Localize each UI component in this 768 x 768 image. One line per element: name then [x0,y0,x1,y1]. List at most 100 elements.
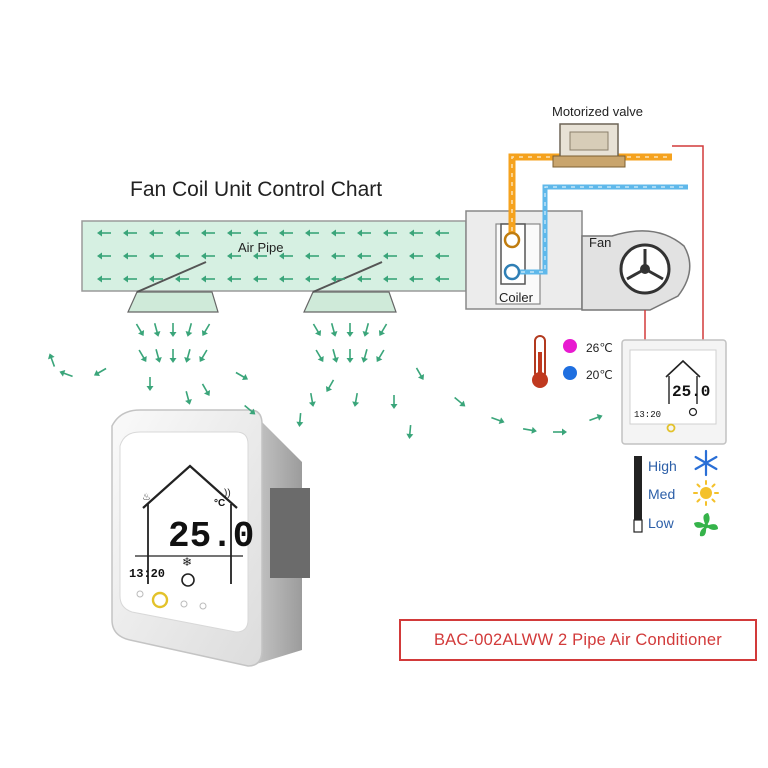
fan-speed-med-label: Med [648,486,676,502]
diffuser-right [303,261,397,313]
large-thermostat-temp: 25.0 [168,516,254,557]
airflow-arrow [253,252,267,260]
airflow-arrow [175,229,189,237]
airflow-arrow [235,371,249,381]
airflow-arrow [253,275,267,283]
airflow-arrow [390,395,398,409]
cold-indicator-dot [563,366,577,380]
airflow-arrow [201,383,211,397]
airflow-arrow [331,275,345,283]
airflow-arrow [59,370,73,378]
snowflake-icon [694,449,718,477]
airflow-arrow [296,412,304,427]
airflow-arrow [201,229,215,237]
motorized-valve-label: Motorized valve [552,104,644,119]
model-label-box: BAC-002ALWW 2 Pipe Air Conditioner [399,619,757,661]
small-thermostat [621,339,727,445]
airflow-arrow [522,426,537,434]
airflow-arrow [325,379,335,393]
airflow-arrow [97,275,111,283]
chart-title: Fan Coil Unit Control Chart [130,178,383,201]
svg-text:❄: ❄ [182,555,192,569]
cold-water-pipe [503,184,688,281]
airflow-arrows [48,229,603,439]
airflow-arrow [227,252,241,260]
airflow-arrow [361,349,368,363]
airflow-arrow [409,229,423,237]
large-thermostat-clock: 13:20 [129,567,165,581]
airflow-arrow [244,404,256,415]
airflow-arrow [435,229,449,237]
svg-text:♨: ♨ [142,492,151,503]
large-thermostat-unit: °C [214,498,225,509]
airflow-arrow [169,349,177,363]
small-thermostat-clock: 13:20 [634,410,661,420]
airflow-arrow [155,349,162,363]
airflow-arrow [185,391,192,405]
airflow-arrow [409,275,423,283]
airflow-arrow [331,229,345,237]
airflow-arrow [589,414,603,422]
airflow-arrow [331,252,345,260]
airflow-arrow [435,275,449,283]
airflow-arrow [383,275,397,283]
air-pipe-label: Air Pipe [238,240,284,255]
airflow-arrow [376,349,385,363]
airflow-arrow [138,349,147,363]
airflow-arrow [184,349,191,363]
diffuser-left [127,261,219,313]
airflow-arrow [315,349,324,363]
airflow-arrow [383,229,397,237]
airflow-arrow [383,252,397,260]
airflow-arrow [149,275,163,283]
airflow-arrow [185,323,193,337]
airflow-arrow [415,367,425,381]
airflow-arrow [227,275,241,283]
airflow-arrow [146,377,154,391]
airflow-arrow [253,229,267,237]
airflow-arrow [123,252,137,260]
small-thermostat-temp: 25.0 [672,383,710,401]
airflow-arrow [97,252,111,260]
fan-mode-icon [694,513,718,537]
airflow-arrow [305,275,319,283]
thermometer-icon [532,335,548,388]
airflow-arrow [123,229,137,237]
airflow-arrow [330,323,338,337]
airflow-arrow [312,323,322,337]
airflow-arrow [357,229,371,237]
airflow-arrow [352,392,360,407]
airflow-arrow [48,353,56,367]
airflow-arrow [357,275,371,283]
sun-icon [693,480,719,506]
fan-icon-wheel [619,243,671,295]
airflow-arrow [153,323,161,337]
airflow-arrow [201,323,211,337]
airflow-arrow [149,229,163,237]
airflow-arrow [454,396,466,407]
air-pipe-duct [81,220,467,292]
svg-text:)): )) [224,488,231,499]
airflow-arrow [201,252,215,260]
airflow-arrow [378,323,388,337]
cold-temperature-label: 20℃ [586,368,613,382]
airflow-arrow [227,229,241,237]
airflow-arrow [553,428,567,436]
motorized-valve [552,123,626,168]
airflow-arrow [346,349,354,363]
large-thermostat: ♨ )) ❄ [111,409,310,667]
fan-speed-low-label: Low [648,515,674,531]
airflow-arrow [491,416,505,424]
airflow-arrow [135,323,145,337]
airflow-arrow [409,252,423,260]
airflow-arrow [357,252,371,260]
hot-indicator-dot [563,339,577,353]
airflow-arrow [149,252,163,260]
airflow-arrow [435,252,449,260]
airflow-arrow [199,349,208,363]
airflow-arrow [346,323,354,337]
fan-speed-slider [633,456,643,533]
airflow-arrow [332,349,339,363]
